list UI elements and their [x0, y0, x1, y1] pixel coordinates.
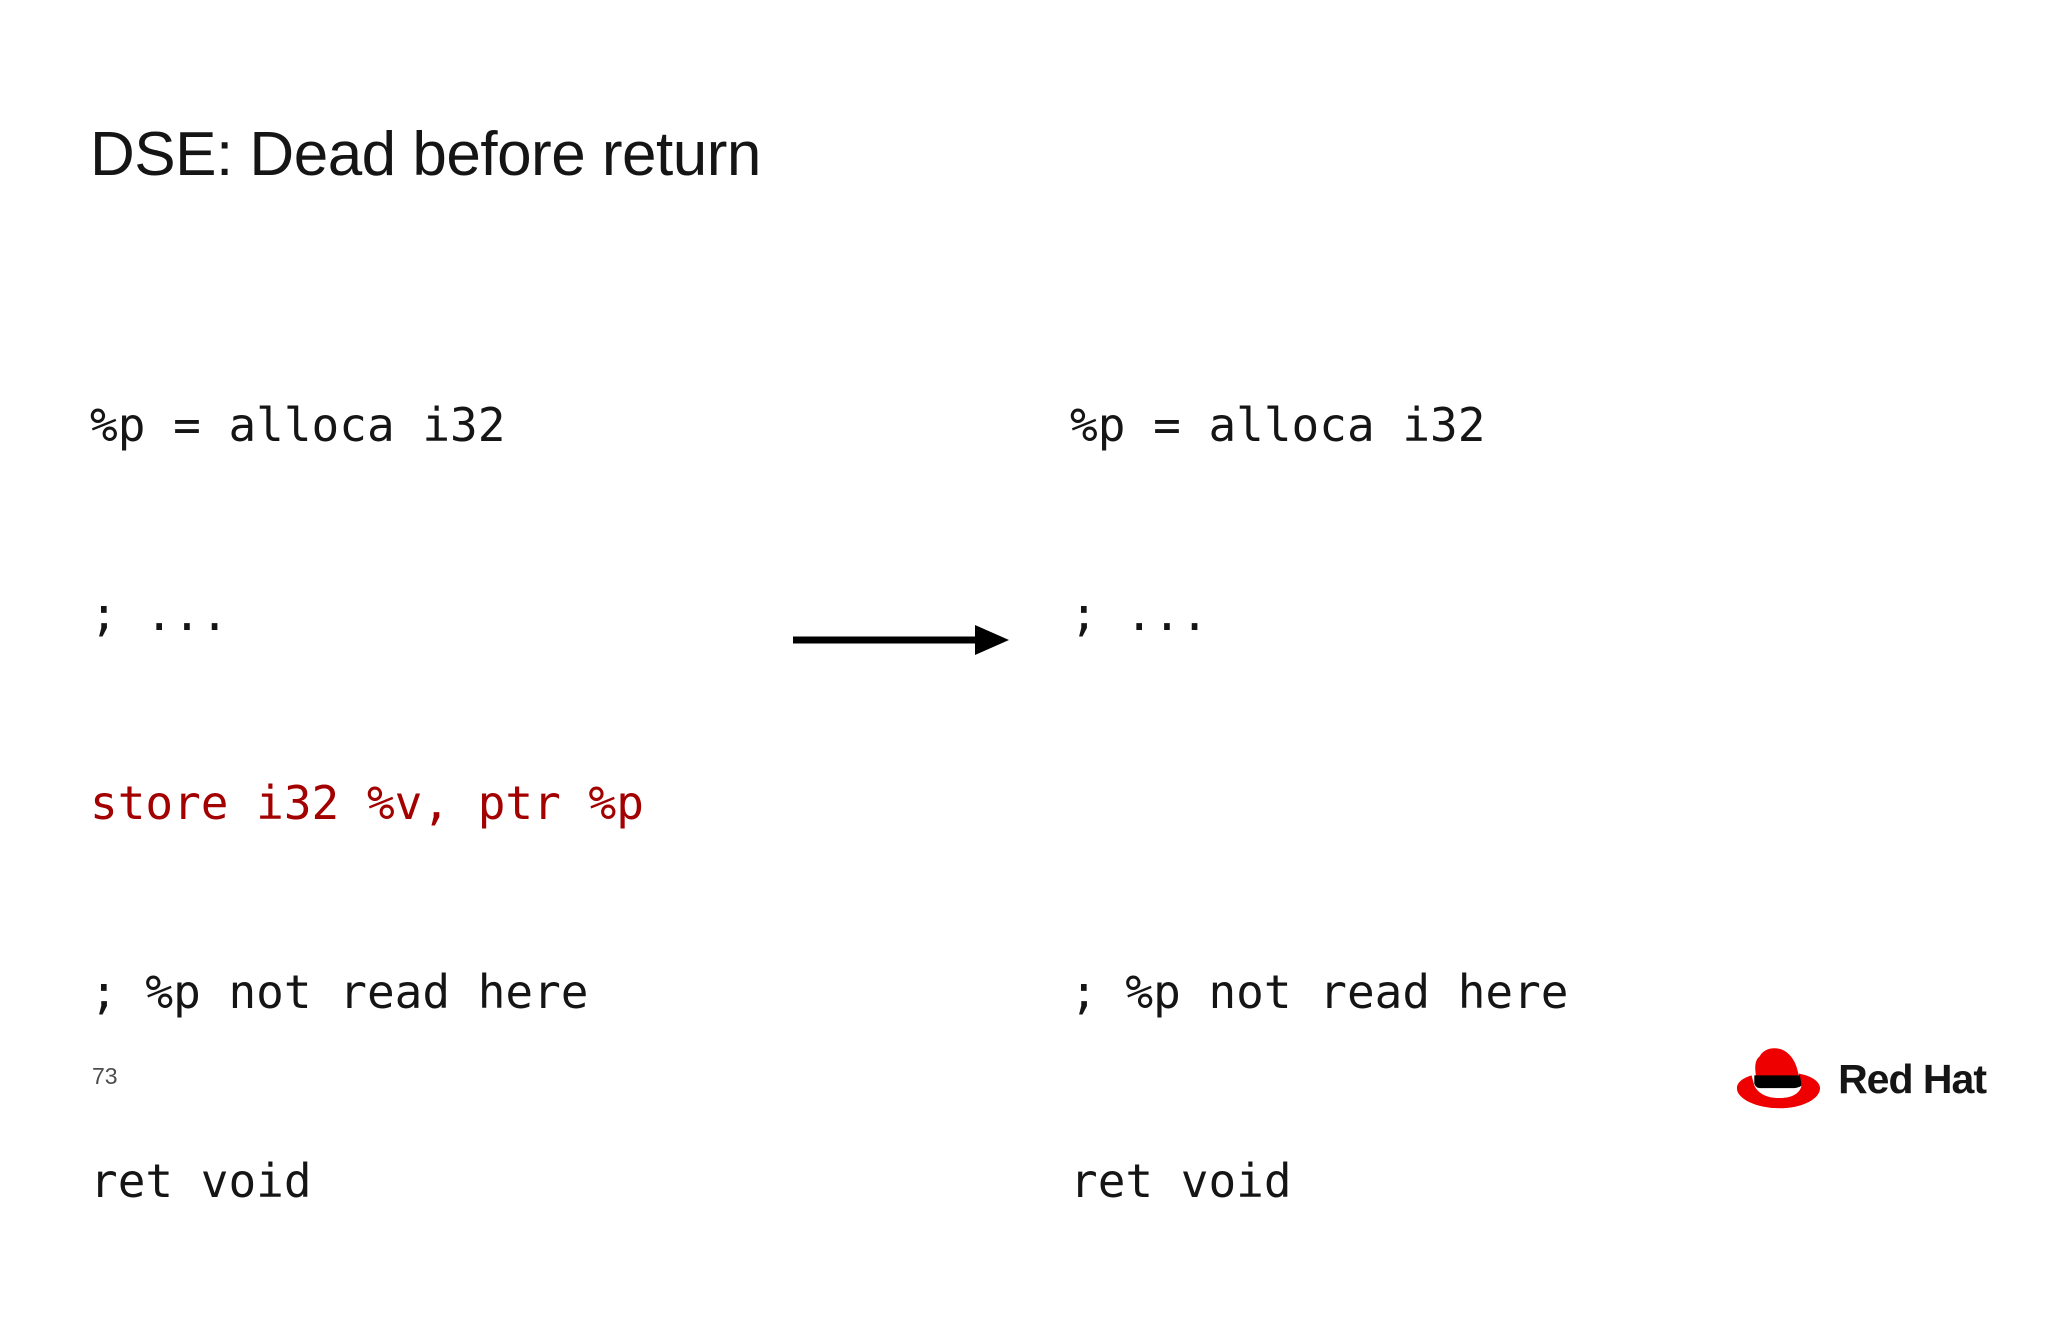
- right-arrow-icon: [793, 616, 1013, 664]
- code-line-removed: [1070, 772, 1569, 835]
- red-hat-fedora-icon: [1732, 1048, 1824, 1110]
- page-title: DSE: Dead before return: [90, 120, 761, 189]
- code-line: ret void: [90, 1154, 312, 1208]
- code-line: ret void: [1070, 1154, 1292, 1208]
- code-line: ; ...: [90, 587, 229, 641]
- slide-canvas: DSE: Dead before return %p = alloca i32 …: [0, 120, 2048, 1208]
- code-line: %p = alloca i32: [1070, 398, 1486, 452]
- page-number: 73: [92, 1063, 118, 1089]
- code-line: ; %p not read here: [1070, 965, 1569, 1019]
- code-block-after: %p = alloca i32 ; ... ; %p not read here…: [1070, 268, 1569, 1339]
- red-hat-logo: Red Hat: [1732, 1047, 1987, 1111]
- code-line-dead-store: store i32 %v, ptr %p: [90, 776, 644, 830]
- red-hat-wordmark: Red Hat: [1838, 1055, 1987, 1102]
- code-line: %p = alloca i32: [90, 398, 506, 452]
- code-line: ; ...: [1070, 587, 1209, 641]
- code-comparison: %p = alloca i32 ; ... store i32 %v, ptr …: [0, 268, 2048, 1208]
- code-line: ; %p not read here: [90, 965, 589, 1019]
- code-block-before: %p = alloca i32 ; ... store i32 %v, ptr …: [90, 268, 644, 1339]
